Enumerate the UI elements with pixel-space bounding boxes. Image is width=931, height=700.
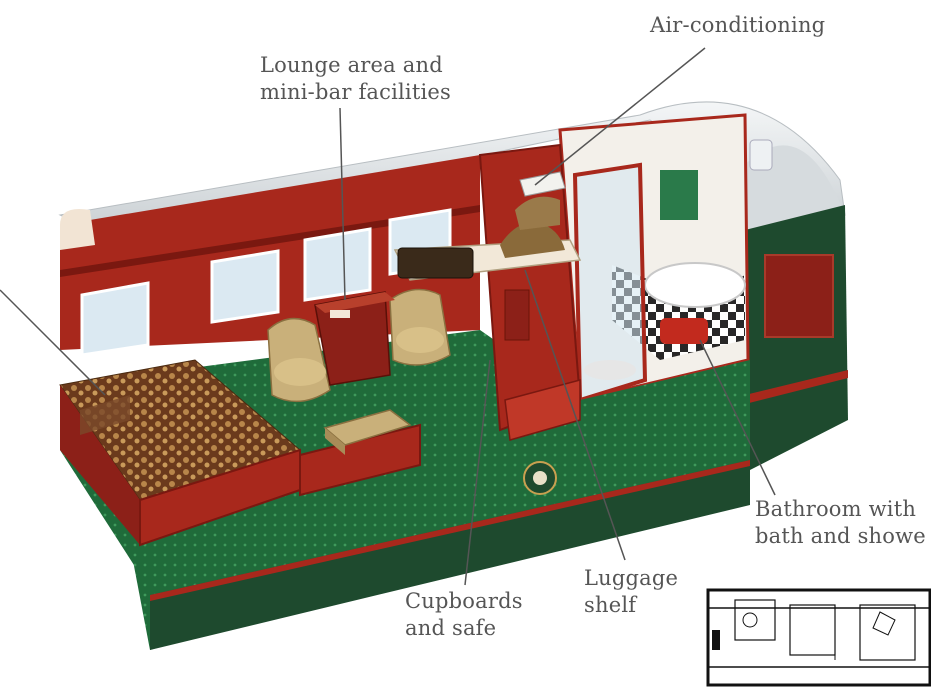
label-line: Lounge area and (260, 53, 443, 77)
label-line: shelf (584, 593, 637, 617)
bathtub (644, 262, 746, 308)
label-line: Air-conditioning (650, 13, 826, 37)
label-air-conditioning: Air-conditioning (650, 12, 825, 39)
roof-vent (749, 139, 773, 171)
exterior-end-wall (745, 205, 848, 470)
luggage-shelf (393, 196, 582, 281)
bed (59, 359, 302, 547)
label-cupboards-safe: Cupboards and safe (405, 588, 523, 642)
crest-emblem (523, 461, 557, 495)
label-line: Cupboards (405, 589, 523, 613)
armchair-right (389, 288, 451, 366)
travel-bag (500, 222, 565, 258)
pillow (80, 395, 130, 435)
window (303, 227, 372, 302)
leader-line-bed (0, 289, 106, 396)
window (210, 249, 280, 324)
label-luggage-shelf: Luggage shelf (584, 565, 678, 619)
shower-enclosure (572, 162, 648, 403)
leader-lines (0, 47, 776, 586)
window (80, 281, 150, 357)
side-exterior (130, 405, 750, 650)
safe-door (504, 289, 530, 341)
mini-bar-desk (314, 291, 395, 386)
desk-papers (330, 310, 350, 318)
shower-tray (584, 360, 636, 380)
leader-line-cupboards (464, 359, 491, 586)
label-line: and safe (405, 616, 497, 640)
travel-bag (515, 196, 560, 230)
label-lounge-area: Lounge area and mini-bar facilities (260, 52, 451, 106)
leader-line-lounge (339, 107, 346, 301)
leader-line-air-conditioning (534, 47, 706, 186)
leader-line-bathroom (699, 339, 776, 496)
bathroom-towels (660, 170, 698, 220)
label-line: Bathroom with (755, 497, 917, 521)
bathroom (558, 113, 750, 403)
label-line: Luggage (584, 566, 679, 590)
suitcase (397, 247, 474, 279)
label-line: mini-bar facilities (260, 80, 452, 104)
bath-mat (660, 318, 708, 344)
ottoman (323, 409, 412, 455)
leader-line-luggage (524, 269, 626, 561)
label-line: bath and showe (755, 524, 926, 548)
armchair-left (267, 317, 331, 403)
label-bathroom: Bathroom with bath and showe (755, 496, 926, 550)
floor-plan-inset (706, 588, 931, 687)
end-window (764, 254, 834, 338)
